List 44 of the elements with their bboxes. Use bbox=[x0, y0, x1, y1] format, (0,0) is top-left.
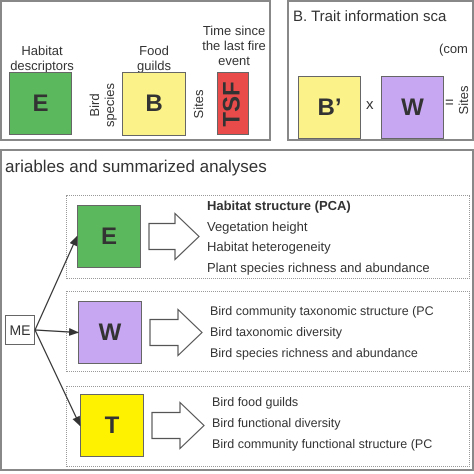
panel-frame bbox=[0, 0, 271, 141]
list-item: Bird food guilds bbox=[212, 395, 298, 410]
list-item: Bird functional diversity bbox=[212, 416, 341, 430]
panel-title: ariables and summarized analyses bbox=[5, 157, 267, 177]
matrix-block bbox=[78, 301, 142, 364]
list-item: Bird taxonomic diversity bbox=[210, 325, 342, 340]
list-heading: Habitat structure (PCA) bbox=[207, 199, 351, 214]
matrix-letter: W bbox=[401, 94, 424, 122]
row-heading: Sites bbox=[192, 88, 207, 120]
operator-sign: x bbox=[366, 96, 374, 114]
arrow bbox=[34, 330, 81, 426]
arrow bbox=[34, 328, 79, 336]
panel-note: (com bbox=[439, 42, 468, 57]
matrix-letter: B bbox=[145, 90, 163, 118]
list-item: Bird species richness and abundance bbox=[210, 346, 418, 360]
matrix-letter: E bbox=[100, 222, 117, 250]
matrix-block bbox=[77, 205, 141, 268]
column-heading: Time since the last fire event bbox=[201, 24, 267, 69]
operator-sign: = bbox=[445, 94, 454, 112]
arrow bbox=[34, 236, 78, 330]
list-item: Habitat heterogeneity bbox=[207, 240, 331, 255]
row-heading: Sites bbox=[457, 84, 472, 116]
matrix-letter: B’ bbox=[318, 94, 342, 122]
list-item: Bird community taxonomic structure (PC bbox=[210, 304, 434, 318]
source-box bbox=[5, 315, 35, 345]
matrix-letter: E bbox=[32, 90, 48, 118]
matrix-block bbox=[80, 394, 144, 457]
column-heading: Food guilds bbox=[136, 44, 172, 74]
matrix-letter: TSF bbox=[219, 80, 247, 126]
column-heading: Habitat descriptors bbox=[9, 44, 75, 74]
matrix-block bbox=[381, 76, 444, 139]
block-arrow bbox=[151, 401, 205, 450]
list-item: Plant species richness and abundance bbox=[207, 260, 430, 276]
box-label: ME bbox=[10, 322, 30, 338]
panel-frame bbox=[287, 0, 474, 141]
matrix-letter: T bbox=[104, 412, 120, 440]
block-arrow bbox=[149, 308, 203, 357]
list-item: Vegetation height bbox=[207, 220, 308, 234]
matrix-block bbox=[298, 76, 361, 139]
list-item: Bird community functional structure (PC bbox=[212, 437, 432, 452]
matrix-letter: W bbox=[98, 318, 122, 346]
row-heading: Bird species bbox=[88, 82, 118, 130]
panel-title: B. Trait information sca bbox=[293, 8, 446, 26]
block-arrow bbox=[148, 212, 200, 261]
